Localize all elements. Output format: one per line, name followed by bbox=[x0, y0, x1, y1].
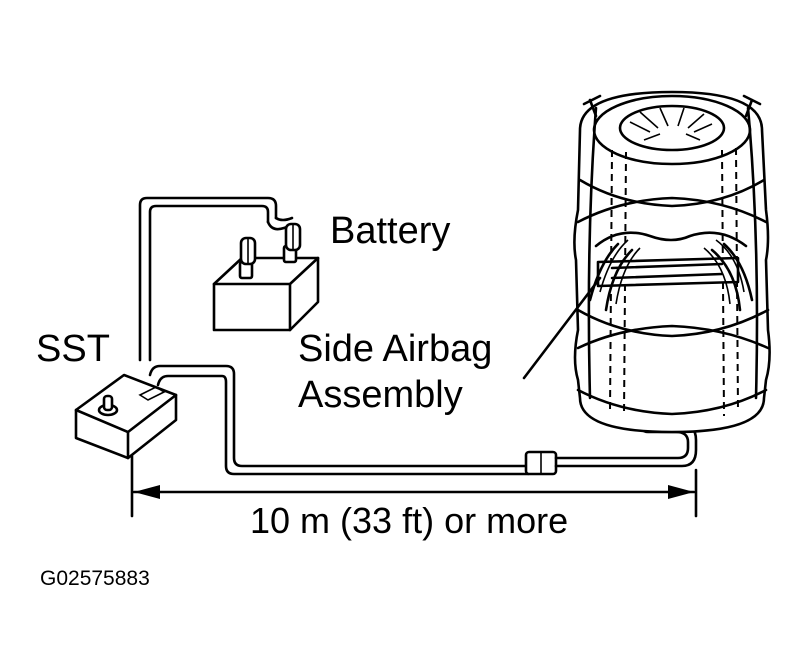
distance-label: 10 m (33 ft) or more bbox=[250, 500, 569, 541]
battery bbox=[212, 222, 320, 332]
side-airbag-label: Side Airbag bbox=[298, 328, 493, 370]
distance-dimension bbox=[130, 454, 698, 518]
sst-label: SST bbox=[36, 328, 110, 370]
assembly-label: Assembly bbox=[298, 374, 463, 416]
battery-label: Battery bbox=[330, 210, 451, 252]
tire-stack bbox=[522, 90, 771, 434]
figure-code: G02575883 bbox=[40, 567, 150, 590]
battery-cable bbox=[138, 196, 294, 362]
sst-device bbox=[74, 364, 530, 476]
